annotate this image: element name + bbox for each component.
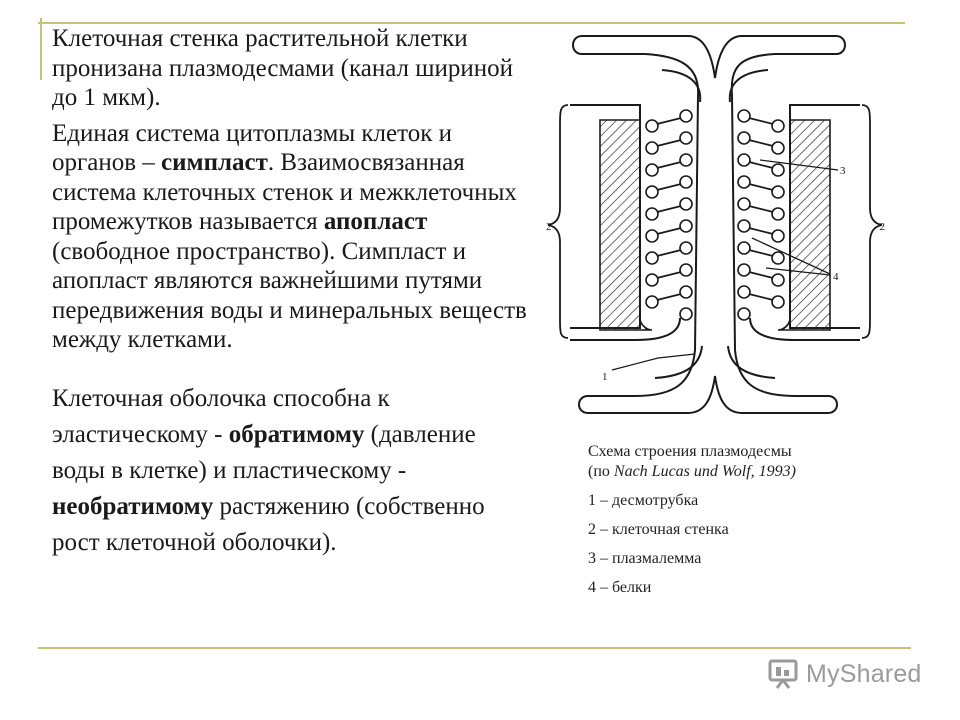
leader-line-4a xyxy=(751,237,831,275)
right-brace xyxy=(861,104,883,339)
right-wall-hatch xyxy=(777,119,831,331)
paragraph-cell-wall: Клеточная стенка растительной клетки про… xyxy=(52,25,514,111)
logo-text: MyShared xyxy=(806,659,922,688)
term-apoplast: апопласт xyxy=(323,208,428,235)
presentation-board-icon xyxy=(768,659,798,689)
label-3: 3 xyxy=(840,165,846,177)
label-2-right: 2 xyxy=(880,221,886,233)
left-wall-hatch xyxy=(599,119,653,331)
diagram-caption: Схема строения плазмодесмы (по Nach Luca… xyxy=(588,442,908,598)
label-4: 4 xyxy=(833,271,839,283)
left-brace xyxy=(547,104,569,339)
term-reversible: обратимому xyxy=(228,420,365,448)
text-run: растяжению (собственно рост клеточной об… xyxy=(52,492,485,556)
left-wall-bottom xyxy=(570,317,681,341)
myshared-logo[interactable]: MyShared xyxy=(766,657,922,691)
top-rule xyxy=(38,22,905,24)
paragraph-symplast-apoplast: Единая система цитоплазмы клеток и орган… xyxy=(52,119,532,355)
text-run: Клеточная оболочка способна к эластическ… xyxy=(52,384,390,448)
leader-line-1 xyxy=(611,353,696,371)
caption-item: 2 – клеточная стенка xyxy=(588,521,729,538)
protein-links xyxy=(656,117,774,301)
paragraph-cell-envelope: Клеточная оболочка способна к эластическ… xyxy=(52,381,532,561)
text-run: (свободное пространство). Симпласт и апо… xyxy=(52,237,527,354)
leader-line-3 xyxy=(759,159,839,171)
bottom-rule xyxy=(38,647,911,649)
slide-body: Клеточная стенка растительной клетки про… xyxy=(52,24,532,561)
text-run: (давление воды в клетке) и пластическому… xyxy=(52,420,476,484)
right-wall-bottom xyxy=(749,317,860,341)
caption-source-ref: Nach Lucas und Wolf, 1993) xyxy=(613,463,796,480)
caption-item: 4 – белки xyxy=(588,579,652,596)
text-run: . Взаимосвязанная система клеточных стен… xyxy=(52,149,517,235)
caption-source: (по Nach Lucas und Wolf, 1993) xyxy=(588,462,908,482)
term-irreversible: необратимому xyxy=(52,492,214,520)
caption-item: 3 – плазмалемма xyxy=(588,550,702,567)
label-2-left: 2 xyxy=(546,221,552,233)
protein-beads xyxy=(645,109,785,321)
text-run: Единая система цитоплазмы клеток и орган… xyxy=(52,119,452,177)
outer-membrane xyxy=(572,35,846,414)
term-symplast: симпласт xyxy=(161,149,268,176)
label-1: 1 xyxy=(602,371,608,383)
caption-item: 1 – десмотрубка xyxy=(588,492,699,509)
leader-line-4b xyxy=(765,267,831,276)
left-rule xyxy=(40,18,42,80)
caption-source-prefix: (по xyxy=(588,463,614,480)
plasmodesma-diagram: 1 2 2 3 4 xyxy=(546,35,886,414)
caption-title: Схема строения плазмодесмы xyxy=(588,443,792,460)
inner-membrane xyxy=(654,69,776,379)
